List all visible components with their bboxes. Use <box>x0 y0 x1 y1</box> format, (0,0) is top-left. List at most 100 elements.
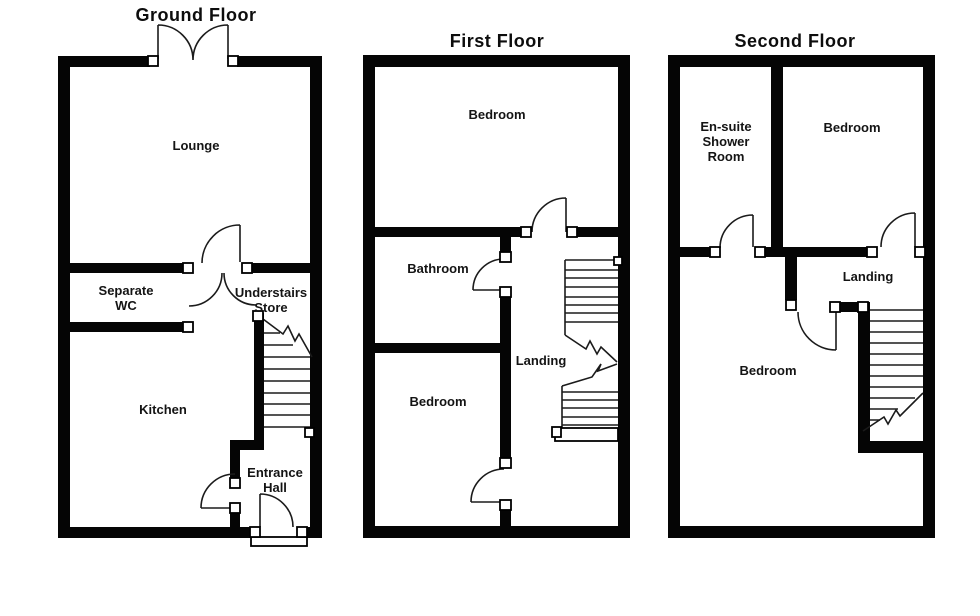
door-jamb <box>229 477 241 489</box>
wall-wc-bottom <box>58 322 185 332</box>
ground-staircase <box>262 318 313 428</box>
door-jamb <box>229 502 241 514</box>
wall-stairs-bottom <box>858 441 923 453</box>
wall-left <box>363 55 375 538</box>
door-jamb <box>249 526 261 538</box>
wall-top-right <box>237 56 322 67</box>
stair-break-line <box>561 363 618 387</box>
wc-door-swing <box>188 272 223 307</box>
stair-break-line <box>862 392 924 432</box>
wall-left <box>668 55 680 538</box>
wall-lounge-divider-left <box>70 263 186 273</box>
wall-bedroom-rear-side <box>500 353 511 458</box>
first-staircase <box>554 259 619 442</box>
door-jamb <box>520 226 532 238</box>
door-jamb <box>709 246 721 258</box>
ground-floor-title: Ground Floor <box>136 5 257 25</box>
second-staircase <box>862 309 924 432</box>
wall-bathroom-bottom <box>375 343 511 353</box>
second-floor-title: Second Floor <box>734 31 855 51</box>
stair-treads-upper <box>564 259 618 335</box>
room-label-landing: Landing <box>843 269 894 284</box>
stair-treads <box>870 309 923 421</box>
stair-treads <box>264 332 310 428</box>
room-label-understairs-store: Understairs <box>235 285 307 300</box>
wall-bedroom-rear-lower <box>500 510 511 526</box>
wall-bottom <box>363 526 630 538</box>
ensuite-door-swing <box>719 214 754 249</box>
door-jamb <box>296 526 308 538</box>
stair-treads-lower <box>561 386 618 430</box>
wall-landing-mid <box>500 297 511 343</box>
room-label-kitchen: Kitchen <box>139 402 187 417</box>
wall-top <box>668 55 935 67</box>
wall-stairs-left <box>254 313 264 448</box>
room-label-bathroom: Bathroom <box>407 261 468 276</box>
bedroom-front-door-swing <box>880 212 916 248</box>
wall-bedroom-divider-right <box>577 227 618 237</box>
room-label-lounge: Lounge <box>173 138 220 153</box>
second-floor-plan: Second Floor En-suite Shower Room Bedroo… <box>668 31 935 538</box>
door-jamb <box>914 246 926 258</box>
door-jamb <box>566 226 578 238</box>
wall-left <box>58 56 70 538</box>
wall-bedroom-divider-left <box>375 227 521 237</box>
wall-hall-top <box>230 440 264 450</box>
door-jamb <box>252 310 264 322</box>
door-jamb <box>499 499 512 511</box>
room-label-separate-wc: WC <box>115 298 137 313</box>
front-door-swing <box>259 493 294 528</box>
door-jamb <box>147 55 159 67</box>
wall-front-divider-mid <box>765 247 867 257</box>
wall-top <box>363 55 630 67</box>
door-jamb <box>785 299 797 311</box>
wall-front-divider-left <box>680 247 710 257</box>
bathroom-door-swing <box>472 258 505 291</box>
door-jamb <box>829 301 841 313</box>
door-jamb <box>499 251 512 263</box>
wall-bottom-right <box>305 527 322 538</box>
wall-hall-upper <box>230 440 240 480</box>
wall-right <box>310 56 322 538</box>
door-jamb <box>499 457 512 469</box>
wall-top-left <box>58 56 150 67</box>
room-label-bedroom-front: Bedroom <box>468 107 525 122</box>
room-label-bedroom-rear: Bedroom <box>409 394 466 409</box>
room-label-entrance-hall: Hall <box>263 480 287 495</box>
first-floor-plan: First Floor Bedroom Bathroom <box>363 31 630 538</box>
room-label-separate-wc: Separate <box>99 283 154 298</box>
wall-lounge-divider-right <box>251 263 310 273</box>
wall-right <box>923 55 935 538</box>
room-label-ensuite: En-suite <box>700 119 751 134</box>
room-label-ensuite: Shower <box>703 134 750 149</box>
door-jamb <box>866 246 878 258</box>
room-label-bedroom-front: Bedroom <box>823 120 880 135</box>
lounge-door-swing <box>201 224 241 264</box>
store-door-swing <box>223 272 257 306</box>
door-jamb <box>499 286 512 298</box>
wall-landing-upper <box>500 237 511 252</box>
door-jamb <box>754 246 766 258</box>
room-label-landing: Landing <box>516 353 567 368</box>
stair-landing-base <box>554 427 619 442</box>
door-jamb <box>241 262 253 274</box>
wall-ensuite-divider <box>771 67 783 257</box>
bedroom-front-door-swing <box>531 197 567 233</box>
wall-landing-stub <box>840 302 858 312</box>
wall-bottom-left <box>58 527 252 538</box>
bedroom-rear-door-swing <box>470 468 505 503</box>
stair-break-line <box>262 318 313 358</box>
room-label-bedroom-rear: Bedroom <box>739 363 796 378</box>
room-label-entrance-hall: Entrance <box>247 465 303 480</box>
door-jamb <box>857 301 869 313</box>
ground-floor-plan: Ground Floor <box>58 5 322 547</box>
stair-newel-marker <box>551 426 562 438</box>
french-doors-swing <box>157 24 229 61</box>
wall-hall-lower <box>230 512 240 527</box>
first-floor-title: First Floor <box>450 31 545 51</box>
room-label-ensuite: Room <box>708 149 745 164</box>
door-jamb <box>182 321 194 333</box>
stair-newel-marker <box>613 256 623 266</box>
